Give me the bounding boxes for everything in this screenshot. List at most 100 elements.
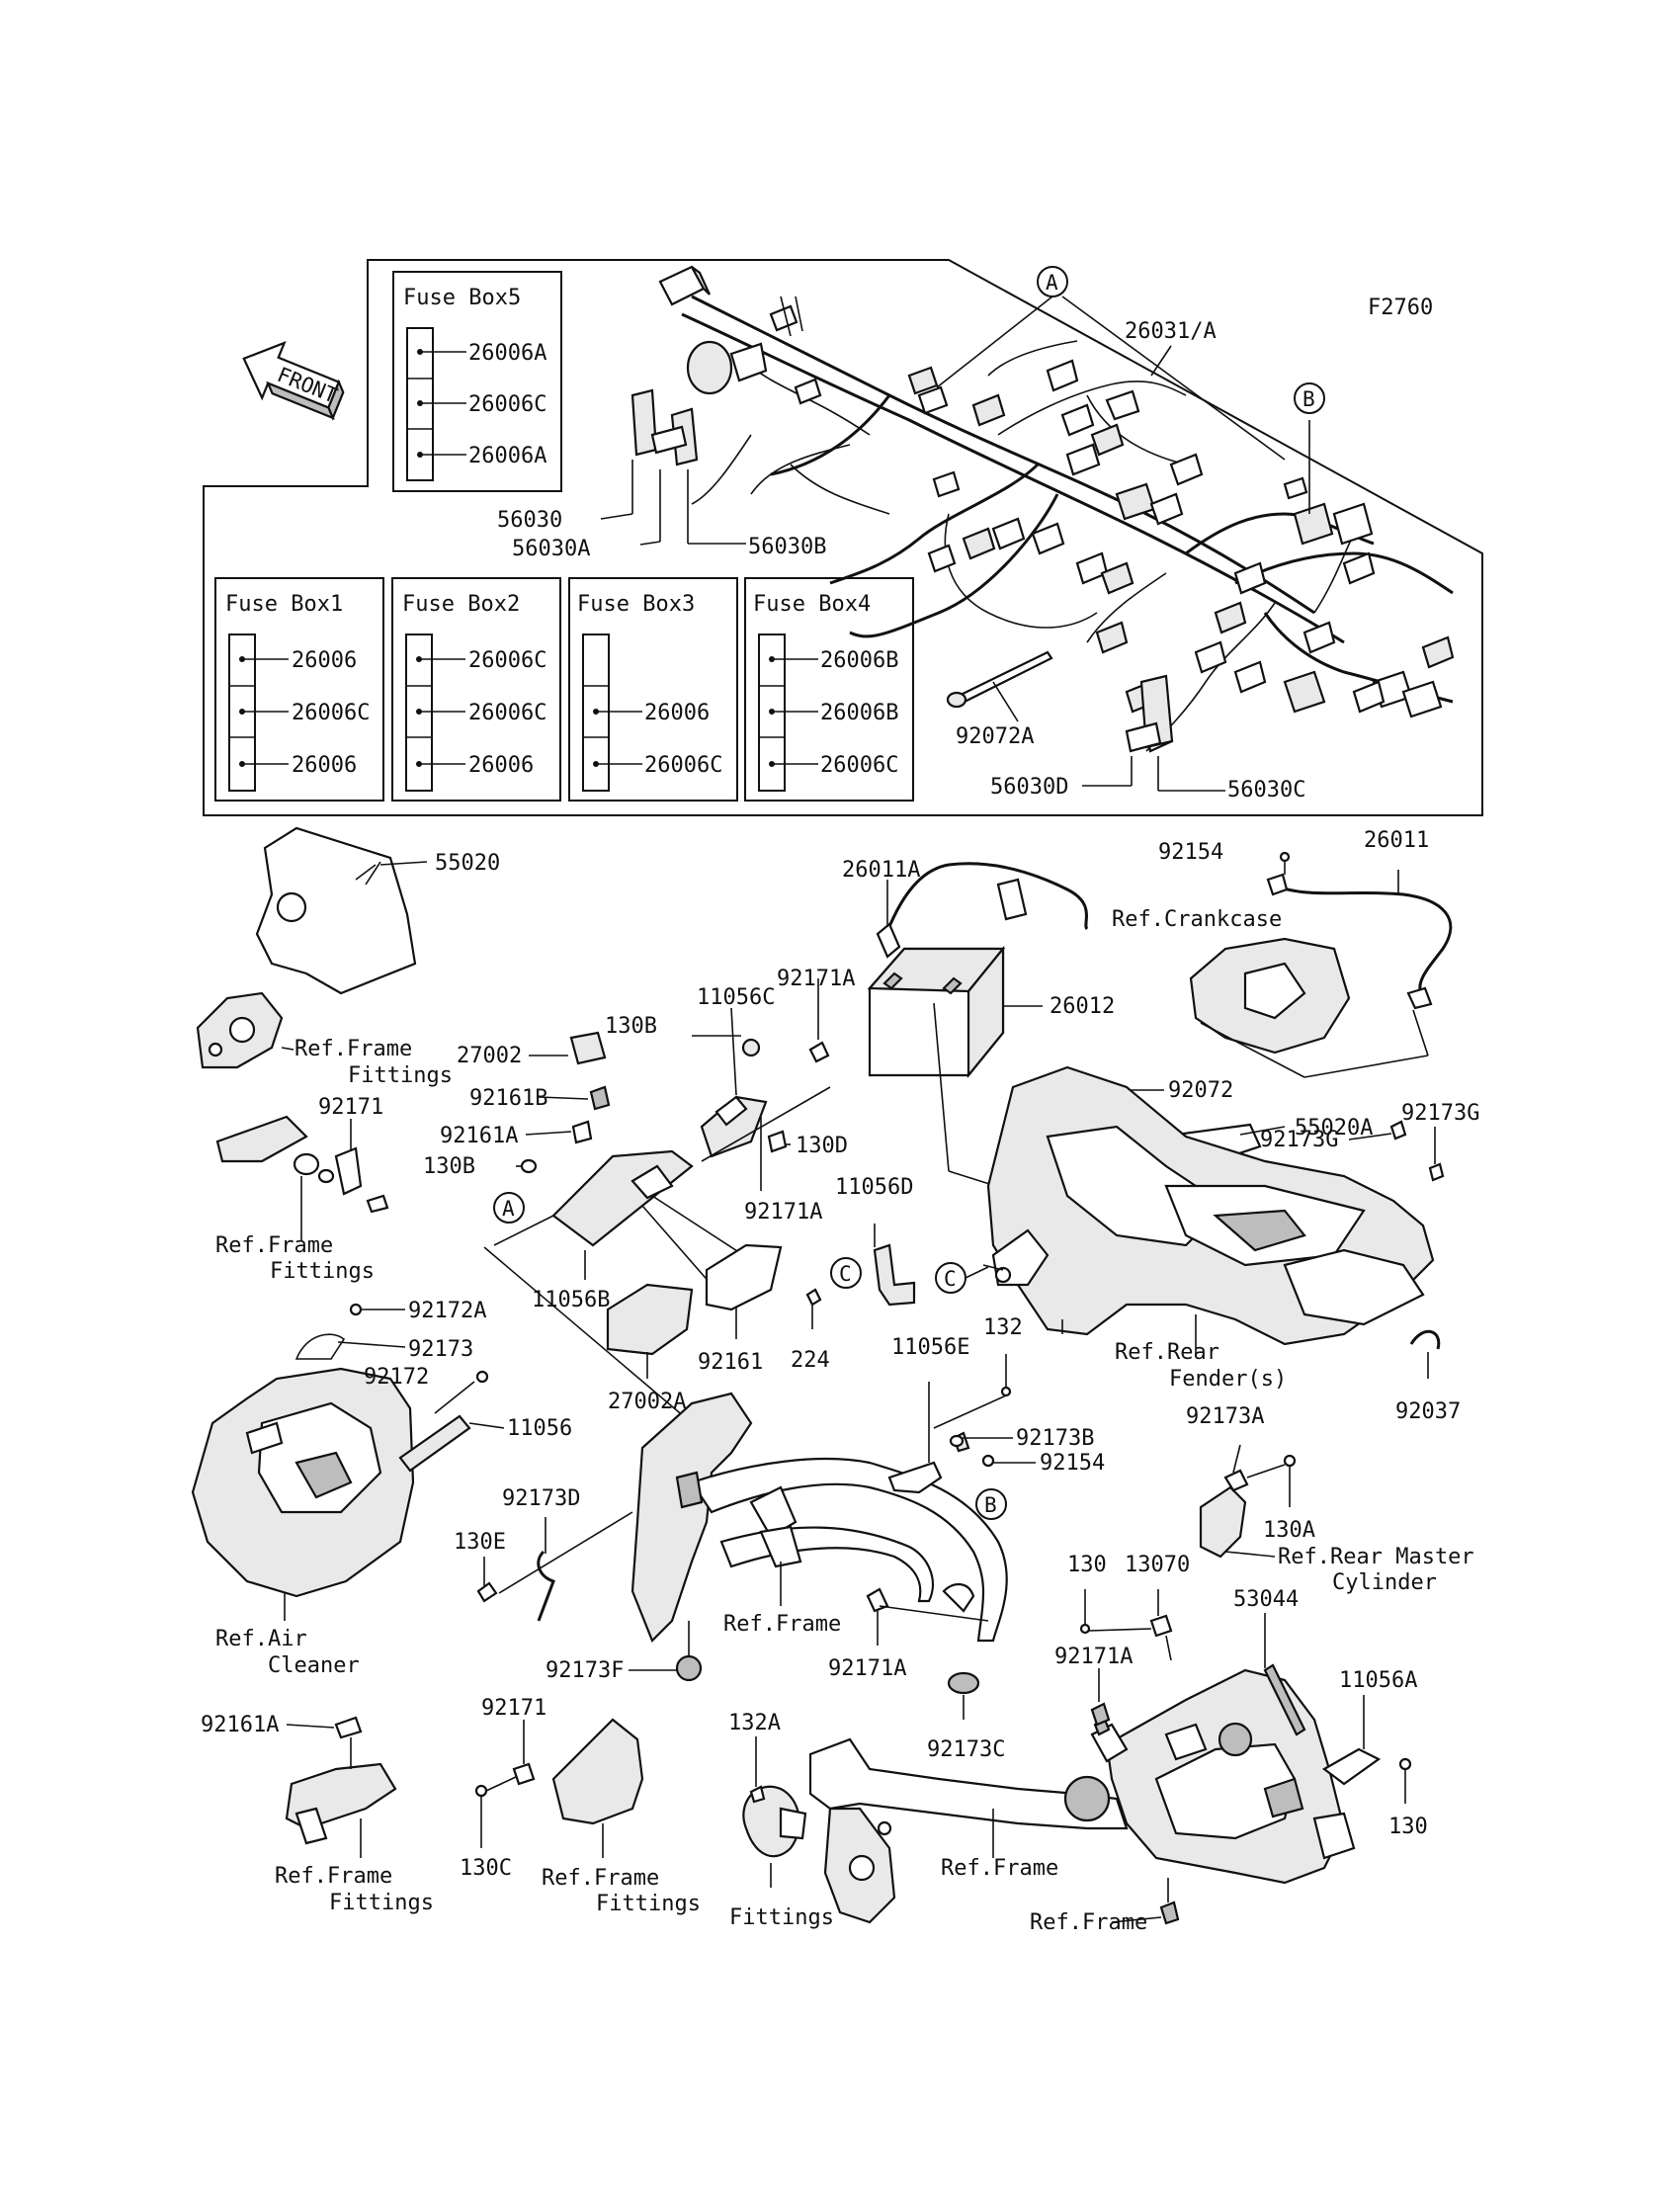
part-130-13070: 130 13070 (1067, 1553, 1190, 1661)
part-27002-relay: 27002 92161B 92161A 130B (423, 1031, 611, 1179)
part-label: 92173C (927, 1737, 1005, 1762)
part-label: 11056A (1339, 1668, 1417, 1693)
harness-labels: 26031/A 56030 56030A 56030B 92072A 56030… (497, 319, 1305, 803)
part-label: 56030D (990, 775, 1068, 800)
fuse-box-5: Fuse Box5 26006A 26006C 26006A (392, 271, 562, 492)
main-frame: Ref.Frame (630, 1392, 1008, 1643)
part-label: Fittings (729, 1905, 834, 1930)
part-label: 27002A (608, 1390, 686, 1414)
part-label: 92171A (828, 1656, 906, 1681)
part-label: Fittings (329, 1891, 434, 1915)
fuse-label: 26006B (820, 701, 898, 725)
part-label: 92171 (318, 1095, 383, 1120)
part-label: 130A (1263, 1518, 1315, 1543)
callout-c-right: C (935, 1262, 989, 1294)
part-label: Cylinder (1332, 1570, 1437, 1595)
callout-letter: B (984, 1493, 997, 1517)
part-label: 11056C (697, 985, 775, 1010)
part-92173a-130a: 92173A 130A Ref.Rear Master Cylinder (1186, 1404, 1474, 1595)
callout-letter: C (944, 1267, 957, 1291)
part-11056e-group: 11056E 132 92173B 92154 (887, 1315, 1105, 1494)
part-55020-cover: 55020 (255, 826, 500, 995)
part-label: 92072A (956, 724, 1034, 749)
part-label: 56030B (748, 535, 826, 559)
part-label: 132A (728, 1711, 781, 1735)
callout-b-top: B (1294, 382, 1325, 414)
callout-letter: A (1046, 271, 1058, 295)
fuse-box-4: Fuse Box4 26006B 26006B 26006C (744, 577, 914, 802)
fuse-box-2-title: Fuse Box2 (402, 592, 520, 617)
ecu-bracket-assembly: 130B 11056C 92171A 130D 92171A 11056B (493, 967, 855, 1312)
part-label: 92161A (201, 1713, 279, 1737)
part-label: Fender(s) (1169, 1367, 1287, 1392)
fuse-box-1-title: Fuse Box1 (225, 592, 343, 617)
part-label: 92154 (1040, 1451, 1105, 1476)
part-label: 13070 (1125, 1553, 1190, 1577)
part-label: Ref.Rear Master (1278, 1545, 1474, 1569)
fuse-label: 26006A (468, 341, 546, 366)
part-label: 130B (605, 1014, 657, 1039)
part-92173-clip: 92172A 92173 (294, 1299, 486, 1362)
part-label: Ref.Frame (275, 1864, 392, 1889)
part-label: 92171A (777, 967, 855, 991)
part-label: 92161 (698, 1350, 763, 1375)
part-label: 27002 (457, 1044, 522, 1068)
part-92173g: 92173G 92173G (1260, 1101, 1479, 1182)
fuse-box-3-title: Fuse Box3 (577, 592, 695, 617)
fuse-label: 26006C (820, 753, 898, 778)
part-label: 92161A (440, 1124, 518, 1148)
lower-frame-crossmember: Ref.Frame (808, 1737, 1129, 1924)
part-label: 56030C (1227, 778, 1305, 803)
part-label: 130D (796, 1134, 848, 1158)
part-label: 92173 (408, 1337, 473, 1362)
part-label: 92072 (1168, 1078, 1233, 1103)
frame-fitting-left-top: Ref.Frame Fittings (196, 991, 453, 1088)
fuse-label: 26006A (468, 444, 546, 468)
part-label: 11056B (532, 1288, 610, 1312)
part-label: 11056 (507, 1416, 572, 1441)
part-label: Ref.Frame (215, 1233, 333, 1258)
part-92171a-92173c: 92171A 92173C (927, 1645, 1133, 1762)
fuse-label: 26006 (292, 648, 357, 673)
fuse-box-3: Fuse Box3 26006 26006C (568, 577, 738, 802)
part-label: Fittings (270, 1259, 375, 1284)
part-label: 56030 (497, 508, 562, 533)
part-92173d-130e: 92173D 130E (454, 1486, 633, 1622)
part-label: 56030A (512, 537, 590, 561)
fuse-label: 26006C (644, 753, 722, 778)
part-label: Ref.Frame (1030, 1910, 1147, 1935)
ecu-modules: 27002A 92161 (606, 1243, 783, 1414)
part-label: 130 (1067, 1553, 1107, 1577)
part-label: 11056E (891, 1335, 969, 1360)
part-label: 53044 (1233, 1587, 1299, 1612)
battery-26012: 26012 (867, 945, 1115, 1079)
part-label: 132 (983, 1315, 1023, 1340)
part-label: Cleaner (268, 1653, 360, 1678)
part-label: 92171 (481, 1696, 546, 1721)
part-label: 92173G (1401, 1101, 1479, 1126)
part-92171-130c: 92171 130C Ref.Frame Fittings (460, 1696, 701, 1916)
fuse-label: 26006 (644, 701, 710, 725)
part-label: Ref.Crankcase (1112, 907, 1282, 932)
part-label: 26012 (1050, 994, 1115, 1019)
part-11056a: 11056A 130 (1322, 1668, 1428, 1839)
part-label: 26031/A (1125, 319, 1217, 344)
part-label: 92173D (502, 1486, 580, 1511)
diagram-code: F2760 (1368, 296, 1433, 320)
part-label: 92173F (546, 1658, 624, 1683)
fuse-label: 26006C (468, 392, 546, 417)
part-label: 92173G (1260, 1128, 1338, 1152)
part-label: 130 (1388, 1815, 1428, 1839)
callout-a-lower: A (483, 1192, 693, 1424)
part-label: 92172 (364, 1365, 429, 1390)
crankcase-ref: Ref.Crankcase (1112, 907, 1429, 1078)
callout-letter: B (1302, 387, 1315, 411)
callout-c-left: C (830, 1257, 862, 1289)
part-label: 92171A (1054, 1645, 1133, 1669)
fuse-label: 26006 (292, 753, 357, 778)
part-label: Ref.Rear (1115, 1340, 1219, 1365)
part-label: 130E (454, 1530, 506, 1555)
part-label: 92173B (1016, 1426, 1094, 1451)
part-92171a-lower: 92171A (828, 1609, 906, 1681)
